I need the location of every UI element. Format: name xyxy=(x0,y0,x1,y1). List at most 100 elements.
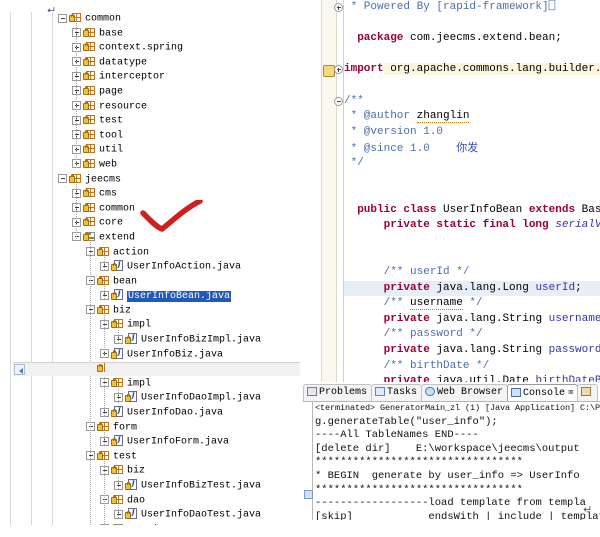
tree-node-dao[interactable]: dao xyxy=(0,494,296,509)
tree-node-common[interactable]: common xyxy=(0,202,296,217)
code-token: */ xyxy=(462,297,483,310)
tree-node-context-spring[interactable]: context.spring xyxy=(0,41,296,56)
tree-node-label: biz xyxy=(113,305,132,317)
code-token: java.lang.Long xyxy=(429,281,536,294)
editor-gutter[interactable] xyxy=(313,0,344,385)
tree-node-base[interactable]: base xyxy=(0,27,296,42)
console-pin-icon[interactable] xyxy=(304,490,313,499)
tree-node-cms[interactable]: cms xyxy=(0,187,296,202)
fold-expand-icon[interactable] xyxy=(334,3,343,12)
code-line: public class UserInfoBean extends BaseBe xyxy=(344,203,600,219)
code-line: package com.jeecms.extend.bean; xyxy=(344,31,600,47)
tree-node-biz[interactable]: biz xyxy=(0,304,296,319)
tree-node-resource[interactable]: resource xyxy=(0,100,296,115)
tasks-icon xyxy=(375,386,386,396)
tree-node-impl[interactable]: impl xyxy=(0,377,296,392)
tree-node-bean[interactable]: bean xyxy=(0,275,296,290)
tree-node-jeecms[interactable]: jeecms xyxy=(0,173,296,188)
tree-node-label: UserInfoForm.java xyxy=(127,436,230,448)
java-editor[interactable]: * Powered By [rapid-framework]⎕ package … xyxy=(300,0,600,385)
tree-node-label: UserInfoBizImpl.java xyxy=(141,334,262,346)
code-token: * @since 1.0 xyxy=(344,143,457,156)
tree-node-label: UserInfoDaoImpl.java xyxy=(141,393,262,405)
tree-node-label: util xyxy=(99,144,124,156)
tab-tasks[interactable]: Tasks xyxy=(371,384,423,401)
code-token: * @author xyxy=(344,110,417,123)
tree-node-biz[interactable]: biz xyxy=(0,464,296,479)
tree-node-tool[interactable]: tool xyxy=(0,129,296,144)
tree-node-label: tool xyxy=(99,130,124,142)
code-token: 你发 xyxy=(456,141,479,155)
tree-node-test[interactable]: test xyxy=(0,114,296,129)
tree-node-label: action xyxy=(113,247,150,259)
code-text-area[interactable]: * Powered By [rapid-framework]⎕ package … xyxy=(344,0,600,385)
tree-node-common[interactable]: common xyxy=(0,12,296,27)
tree-guide-line xyxy=(118,475,119,491)
tree-guide-line xyxy=(90,242,91,525)
warning-marker-icon[interactable] xyxy=(323,65,335,78)
tree-node-interceptor[interactable]: interceptor xyxy=(0,70,296,85)
package-icon xyxy=(83,143,96,155)
console-line: ------------------load template from tem… xyxy=(315,497,586,510)
code-line xyxy=(344,234,600,250)
tab-overflow[interactable] xyxy=(577,384,599,401)
tab-problems[interactable]: Problems xyxy=(303,384,373,401)
tree-node-datatype[interactable]: datatype xyxy=(0,56,296,71)
code-token: ; xyxy=(575,281,582,294)
tree-node-core[interactable]: core xyxy=(0,216,296,231)
scroll-left-arrow-icon[interactable] xyxy=(14,364,25,375)
tree-node-label: UserInfoBizTest.java xyxy=(141,480,262,492)
tree-guide-line xyxy=(104,461,105,525)
code-token: /** password */ xyxy=(344,328,483,341)
fold-collapse-icon[interactable] xyxy=(334,96,343,106)
tree-node-impl[interactable]: impl xyxy=(0,318,296,333)
console-line: [skip] endsWith | include | templat xyxy=(315,510,600,520)
code-token: java.util.Date xyxy=(429,375,536,385)
tree-node-extend[interactable]: extend xyxy=(0,231,296,246)
code-line: private java.lang.Long userId; xyxy=(344,280,600,297)
package-icon xyxy=(111,377,124,389)
package-icon xyxy=(69,173,82,185)
console-line: g.generateTable("user_info"); xyxy=(315,415,498,428)
tree-node-util[interactable]: util xyxy=(0,143,296,158)
tree-node-page[interactable]: page xyxy=(0,85,296,100)
tree-node-testdata[interactable]: testdata xyxy=(0,523,296,525)
close-icon[interactable]: ⌧ xyxy=(568,388,574,398)
tree-node-web[interactable]: web xyxy=(0,158,296,173)
tree-node-label: UserInfoDao.java xyxy=(127,407,224,419)
collapse-icon[interactable] xyxy=(58,174,67,184)
console-line: [delete dir] E:\workspace\jeecms\output xyxy=(315,442,580,455)
tab-web-browser[interactable]: Web Browser xyxy=(421,384,509,401)
tree-node-action[interactable]: action xyxy=(0,246,296,261)
console-output[interactable]: <terminated> GeneratorMain_zl (1) [Java … xyxy=(303,402,600,520)
tree-node-label: testdata xyxy=(127,524,175,525)
collapse-icon[interactable] xyxy=(58,13,67,23)
package-icon xyxy=(83,56,96,68)
tree-guide-line xyxy=(104,431,105,447)
code-token: extends xyxy=(528,203,576,216)
package-icon xyxy=(83,129,96,141)
tree-node-form[interactable]: form xyxy=(0,421,296,436)
fold-expand-icon[interactable] xyxy=(334,65,343,75)
code-line xyxy=(344,250,600,266)
code-token: org.apache.commons.lang.builder.E xyxy=(383,63,600,76)
code-line xyxy=(344,172,600,188)
code-token: java.lang.String xyxy=(429,312,549,325)
tree-node-label: biz xyxy=(127,466,146,478)
tree-node-test[interactable]: test xyxy=(0,450,296,465)
tree-node-label: page xyxy=(99,86,124,98)
editor-horizontal-scrollbar[interactable] xyxy=(13,362,300,376)
tab-console[interactable]: Console⌧ xyxy=(507,384,579,401)
